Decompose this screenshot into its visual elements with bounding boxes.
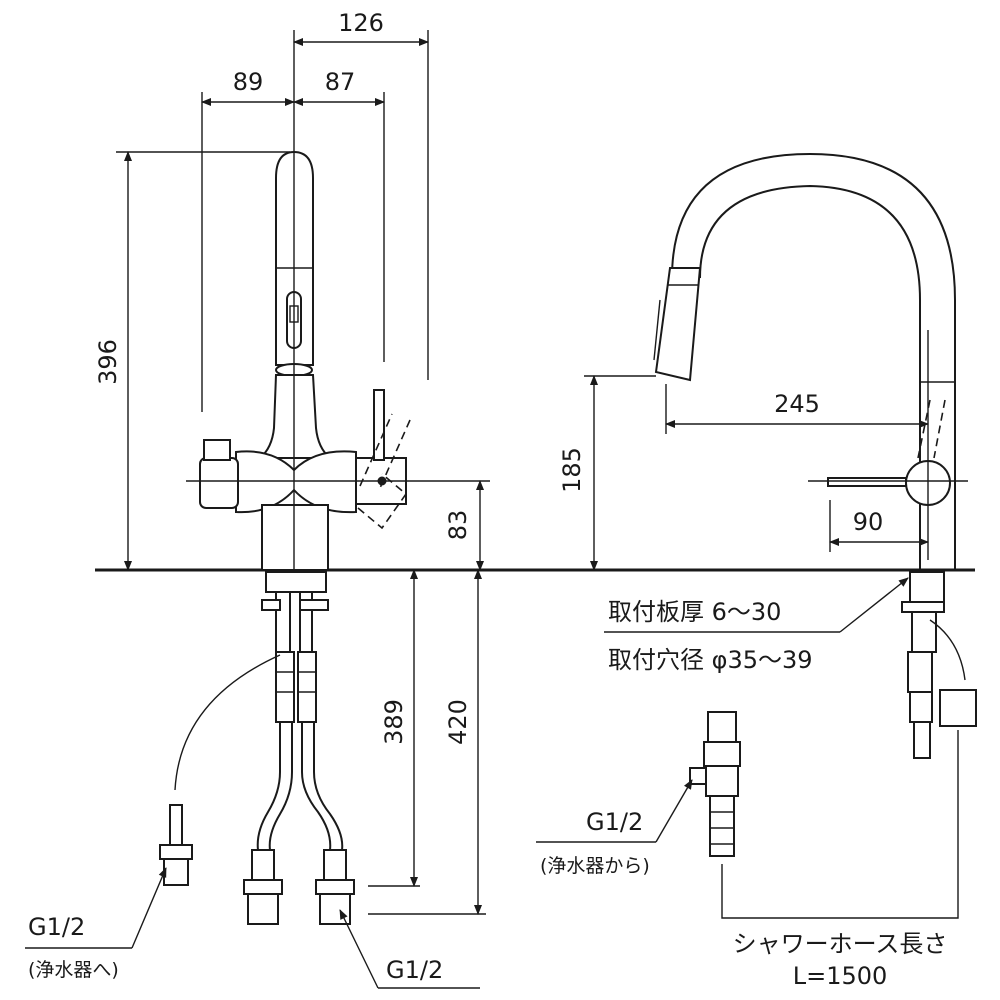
side-dimensions: 185 245 90 bbox=[558, 375, 929, 571]
front-view-faucet bbox=[159, 150, 411, 925]
dim-90: 90 bbox=[853, 508, 884, 536]
supply-size: G1/2 bbox=[386, 956, 443, 984]
filter-in-label: (浄水器から) bbox=[540, 855, 650, 877]
dim-83: 83 bbox=[444, 510, 472, 541]
mount-thickness-note: 取付板厚 6～30 bbox=[608, 598, 781, 626]
side-view-faucet bbox=[653, 152, 977, 759]
hose-length-value: L=1500 bbox=[793, 962, 888, 990]
dim-389: 389 bbox=[380, 699, 408, 745]
dim-89: 89 bbox=[233, 68, 264, 96]
dim-87: 87 bbox=[325, 68, 356, 96]
filter-in-size: G1/2 bbox=[586, 808, 643, 836]
dim-185: 185 bbox=[558, 447, 586, 493]
front-dimensions: 126 89 87 396 83 389 420 bbox=[94, 9, 486, 915]
filter-out-label: (浄水器へ) bbox=[28, 959, 119, 981]
dim-126: 126 bbox=[338, 9, 384, 37]
filter-in-fitting bbox=[689, 711, 741, 857]
filter-out-size: G1/2 bbox=[28, 913, 85, 941]
dim-420: 420 bbox=[444, 699, 472, 745]
mount-hole-note: 取付穴径 φ35～39 bbox=[608, 646, 813, 674]
hose-length-label: シャワーホース長さ bbox=[733, 930, 948, 958]
dim-396: 396 bbox=[94, 339, 122, 385]
dim-245: 245 bbox=[774, 390, 820, 418]
